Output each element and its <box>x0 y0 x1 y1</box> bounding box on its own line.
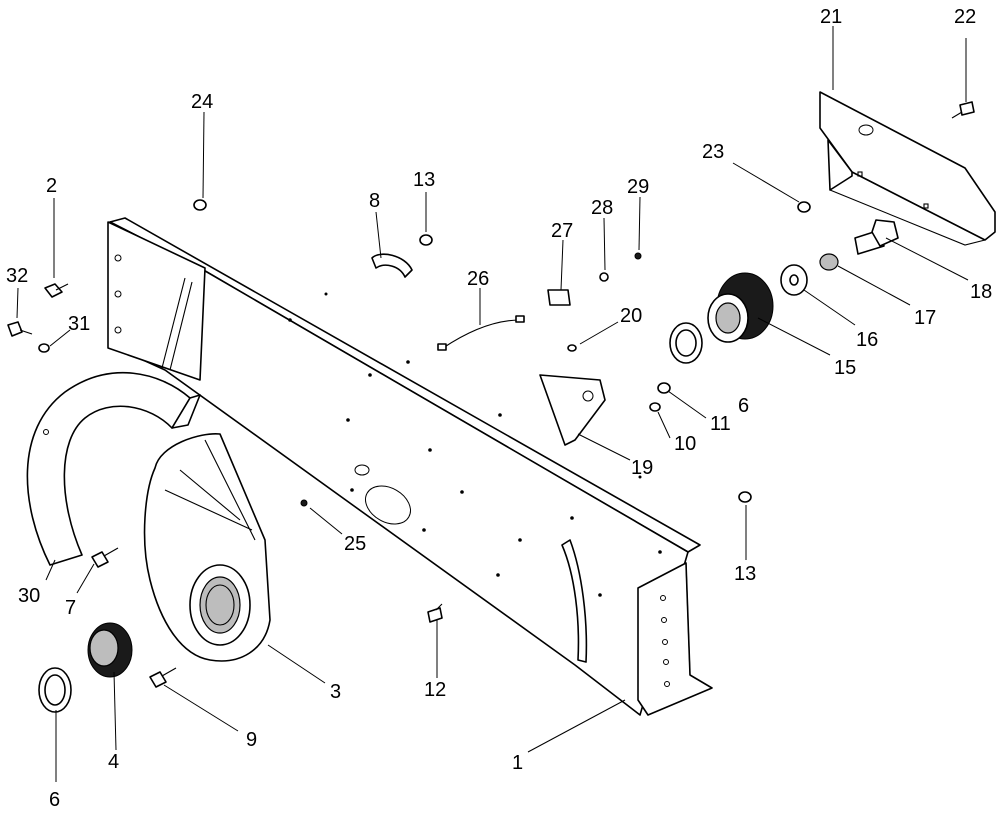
callout-26: 26 <box>467 268 489 290</box>
part-16-washer <box>780 264 808 296</box>
part-1-main-beam <box>107 217 713 716</box>
part-19-plate <box>539 374 606 446</box>
part-3-bearing-housing <box>143 433 271 662</box>
callout-6-left: 6 <box>49 789 60 811</box>
leader-lines <box>16 26 969 782</box>
callout-28: 28 <box>591 197 613 219</box>
callout-9: 9 <box>246 729 257 751</box>
callout-23: 23 <box>702 141 724 163</box>
callout-13-right: 13 <box>734 563 756 585</box>
callout-1: 1 <box>512 752 523 774</box>
callout-7: 7 <box>65 597 76 619</box>
part-6-washer-right <box>669 322 703 364</box>
callout-32: 32 <box>6 265 28 287</box>
callout-13-top: 13 <box>413 169 435 191</box>
callout-6-right: 6 <box>738 395 749 417</box>
callout-16: 16 <box>856 329 878 351</box>
callout-20: 20 <box>620 305 642 327</box>
callout-2: 2 <box>46 175 57 197</box>
callout-30: 30 <box>18 585 40 607</box>
part-4-bearing <box>87 622 133 678</box>
callout-21: 21 <box>820 6 842 28</box>
fasteners <box>7 101 975 688</box>
callout-25: 25 <box>344 533 366 555</box>
part-30-curved-guard <box>26 372 201 566</box>
callout-3: 3 <box>330 681 341 703</box>
callout-12: 12 <box>424 679 446 701</box>
callout-19: 19 <box>631 457 653 479</box>
callout-31: 31 <box>68 313 90 335</box>
callout-24: 24 <box>191 91 213 113</box>
callout-4: 4 <box>108 751 119 773</box>
part-18-bolt <box>854 219 899 255</box>
callout-18: 18 <box>970 281 992 303</box>
part-21-cover <box>819 91 996 246</box>
part-17-lock-washer <box>819 253 839 271</box>
callout-17: 17 <box>914 307 936 329</box>
callout-10: 10 <box>674 433 696 455</box>
callout-11: 11 <box>710 413 731 435</box>
callout-29: 29 <box>627 176 649 198</box>
callout-22: 22 <box>954 6 976 28</box>
callout-8: 8 <box>369 190 380 212</box>
callout-15: 15 <box>834 357 856 379</box>
callout-27: 27 <box>551 220 573 242</box>
part-15-sprocket <box>707 272 774 343</box>
part-6-washer-left <box>38 667 72 713</box>
callout-labels: 1 2 3 4 6 6 7 8 9 10 11 12 13 13 15 16 1… <box>6 6 992 811</box>
